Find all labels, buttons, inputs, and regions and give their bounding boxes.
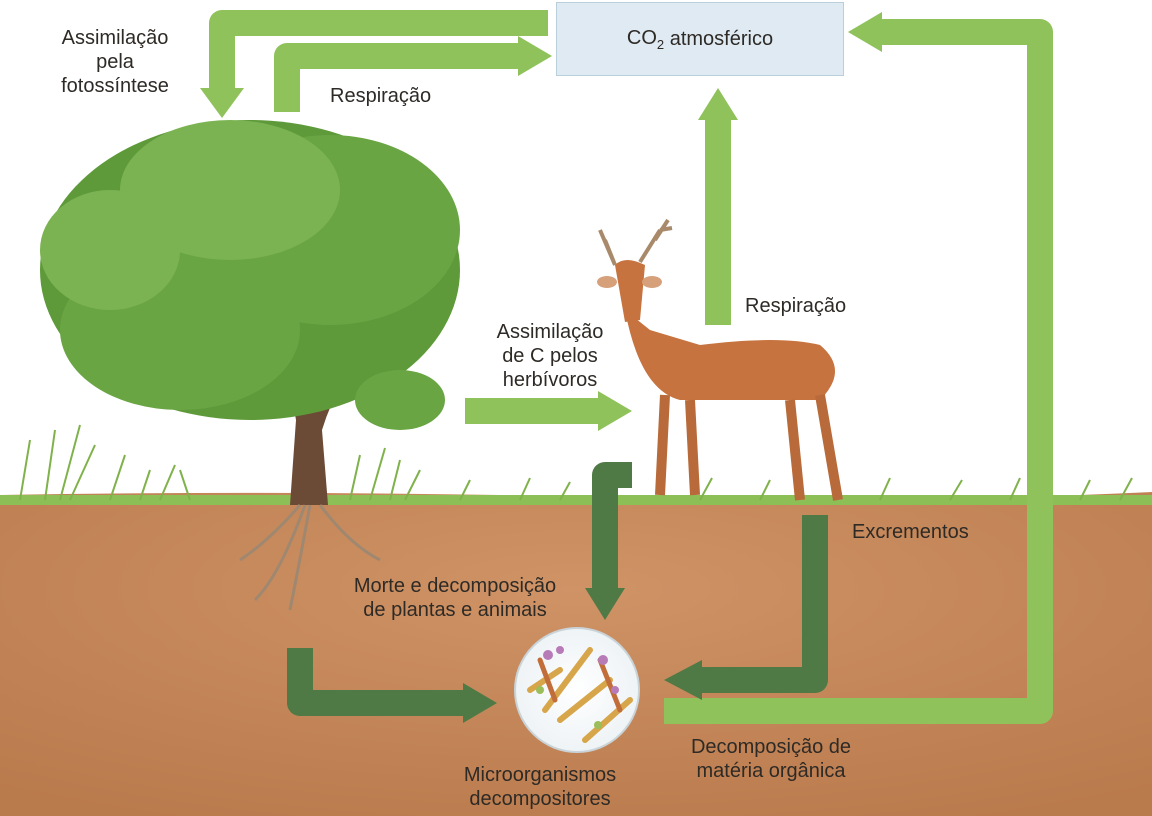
co2-atmospheric-box: CO2 atmosférico — [556, 2, 844, 76]
deer-icon — [597, 218, 843, 501]
co2-label: atmosférico — [669, 27, 774, 50]
label-respiracao-planta: Respiração — [330, 85, 432, 107]
light-arrows — [209, 10, 1053, 724]
label-decomposicao-materia: Decomposição de matéria orgânica — [690, 736, 852, 782]
label-respiracao-animal: Respiração — [745, 295, 847, 317]
label-assimilacao-herbivoros: Assimilação de C pelos herbívoros — [496, 321, 604, 391]
label-microorganismos: Microorganismos decompositores — [463, 764, 617, 810]
label-assimilacao-fotossintese: Assimilação pela fotossíntese — [61, 27, 169, 97]
label-morte-decomposicao: Morte e decomposição de plantas e animai… — [353, 575, 557, 621]
co2-formula: CO2 — [626, 26, 665, 52]
label-excrementos: Excrementos — [852, 521, 969, 543]
dark-arrows — [287, 462, 828, 716]
microorganism-icon — [514, 627, 640, 753]
tree-icon — [40, 120, 460, 611]
light-arrowheads — [200, 12, 882, 431]
dark-arrowheads — [463, 588, 702, 723]
grass-strip — [0, 424, 1152, 505]
